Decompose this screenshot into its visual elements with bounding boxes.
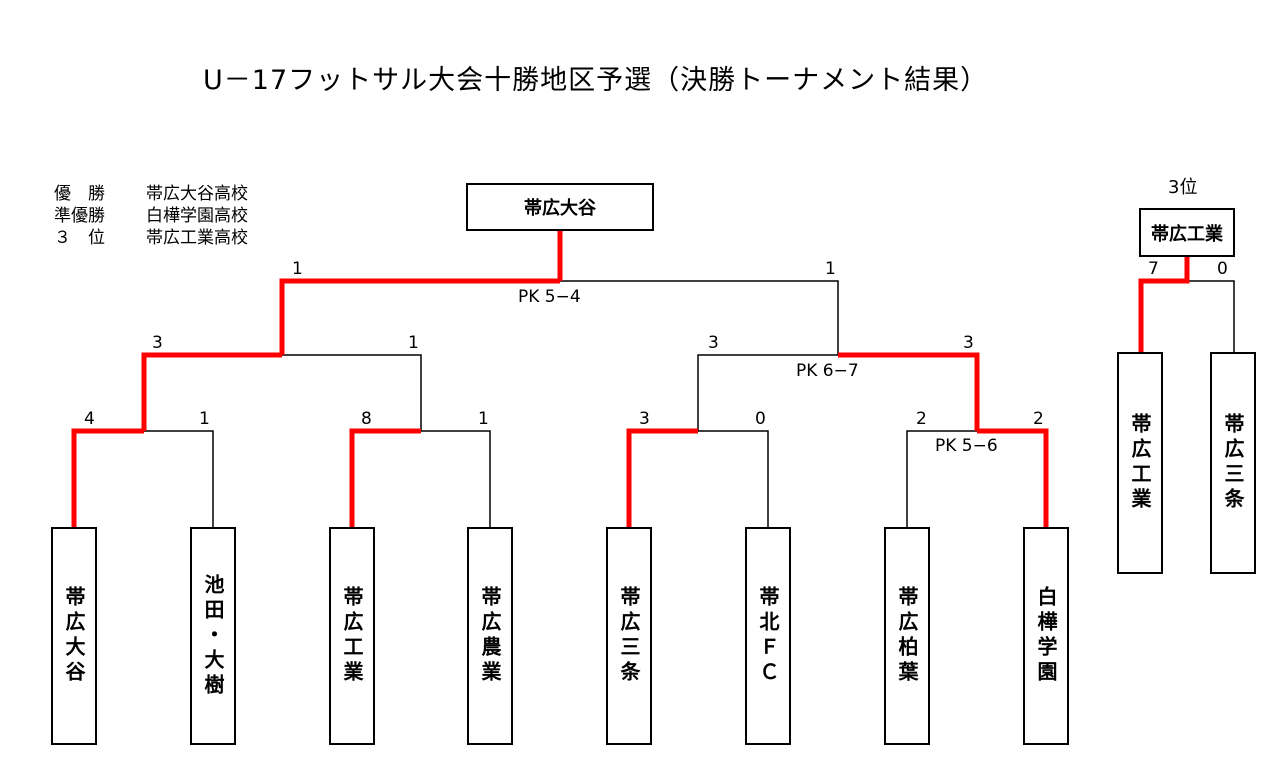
team-name: 帯広三条	[1221, 413, 1245, 513]
line-sf2-winner	[838, 352, 980, 431]
line-final-loser	[560, 280, 839, 355]
score: 2	[916, 409, 927, 429]
team-name: 帯広三条	[617, 586, 641, 686]
score: 7	[1148, 259, 1159, 279]
summary-label: ３ 位	[54, 228, 105, 248]
score: 1	[825, 259, 836, 279]
team-name: 池田・大樹	[201, 573, 225, 699]
third-place-winner-name: 帯広工業	[1151, 223, 1223, 245]
team-name: 帯北ＦＣ	[756, 586, 780, 686]
champion-name: 帯広大谷	[524, 198, 596, 219]
score: 1	[408, 333, 419, 353]
summary-runner-up: 準優勝 白樺学園高校	[54, 206, 248, 226]
team-name: 帯広工業	[1128, 413, 1152, 513]
team-box: 池田・大樹	[190, 527, 236, 745]
team-name: 帯広大谷	[62, 586, 86, 686]
score: 0	[1217, 259, 1228, 279]
line-final-winner-left	[279, 278, 560, 355]
pk-score-final: PK 5−4	[518, 287, 581, 307]
line-m3-winner	[626, 428, 698, 528]
line-third-winner	[1138, 257, 1190, 353]
team-box: 白樺学園	[1023, 527, 1069, 745]
team-box: 帯広工業	[329, 527, 375, 745]
bracket-black-lines	[144, 280, 1235, 528]
summary-team: 帯広大谷高校	[146, 184, 248, 204]
summary-third: ３ 位 帯広工業高校	[54, 228, 248, 248]
champion-box: 帯広大谷	[466, 183, 654, 231]
team-name: 帯広農業	[478, 586, 502, 686]
team-name: 帯広工業	[340, 586, 364, 686]
line-third-loser	[1187, 280, 1235, 353]
line-sf1-loser	[282, 354, 422, 431]
pk-score-quarter: PK 5−6	[935, 436, 998, 456]
line-m4-winner	[977, 428, 1049, 528]
team-box: 帯広三条	[606, 527, 652, 745]
pk-score-semi: PK 6−7	[796, 361, 859, 381]
line-m2-winner	[349, 428, 421, 528]
score: 3	[152, 333, 163, 353]
score: 1	[478, 409, 489, 429]
third-place-label: 3位	[1168, 177, 1198, 198]
score: 3	[963, 333, 974, 353]
team-box: 帯広柏葉	[884, 527, 930, 745]
team-box: 帯広農業	[467, 527, 513, 745]
line-m3-loser	[698, 430, 769, 528]
third-place-team-box: 帯広工業	[1117, 352, 1163, 574]
third-place-team-box: 帯広三条	[1210, 352, 1256, 574]
score: 3	[708, 333, 719, 353]
bracket-red-lines	[71, 230, 1190, 528]
line-m1-winner	[71, 428, 144, 528]
team-name: 帯広柏葉	[895, 586, 919, 686]
summary-team: 白樺学園高校	[146, 206, 248, 226]
score: 4	[84, 409, 95, 429]
score: 1	[292, 259, 303, 279]
third-place-winner-box: 帯広工業	[1139, 208, 1235, 257]
summary-team: 帯広工業高校	[146, 228, 248, 248]
score: 0	[755, 409, 766, 429]
line-sf1-winner	[141, 352, 282, 431]
summary-champion: 優 勝 帯広大谷高校	[54, 184, 248, 204]
team-box: 帯広大谷	[51, 527, 97, 745]
score: 1	[199, 409, 210, 429]
line-sf2-loser	[697, 354, 838, 431]
line-m2-loser	[421, 430, 491, 528]
team-box: 帯北ＦＣ	[745, 527, 791, 745]
summary-label: 準優勝	[54, 206, 105, 226]
score: 3	[639, 409, 650, 429]
line-m4-loser	[906, 430, 977, 528]
team-name: 白樺学園	[1034, 586, 1058, 686]
score: 2	[1033, 409, 1044, 429]
score: 8	[361, 409, 372, 429]
page-title: U－17フットサル大会十勝地区予選（決勝トーナメント結果）	[203, 65, 989, 96]
line-m1-loser	[144, 430, 214, 528]
summary-label: 優 勝	[54, 184, 105, 204]
